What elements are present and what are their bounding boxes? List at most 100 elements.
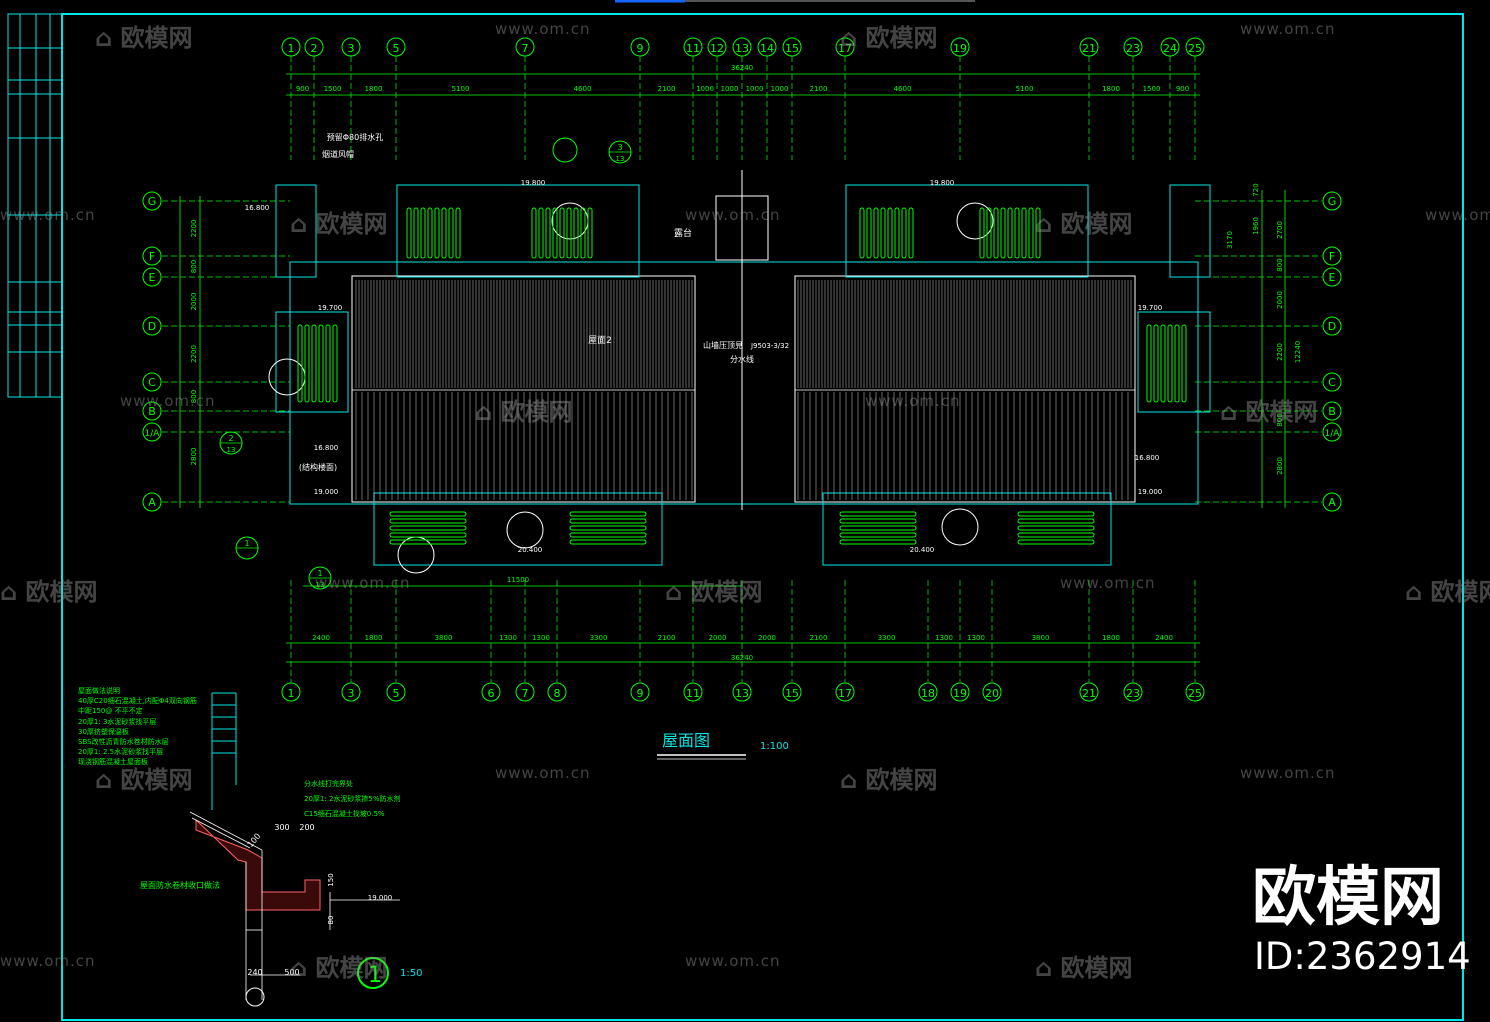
dim-value: 3800	[435, 634, 453, 642]
axis-label: 25	[1188, 687, 1202, 700]
note-line: 20厚1: 3水泥砂浆找平层	[78, 717, 157, 726]
elevation-label: 19.700	[318, 304, 343, 312]
louver-slat	[1160, 324, 1166, 403]
watermark-logo: ⌂ 欧模网	[1035, 954, 1133, 982]
dim-value: 5100	[452, 85, 470, 93]
dim-value: 3170	[1226, 231, 1234, 249]
axis-bubble-icon	[630, 37, 650, 57]
louver-slat	[332, 324, 338, 403]
watermark-url: www.om.cn	[685, 952, 781, 970]
dim-total: 36240	[731, 654, 753, 662]
axis-lines-vertical	[290, 56, 1196, 682]
detail-marker-icon	[357, 957, 389, 989]
louver-slat	[566, 207, 572, 259]
axis-label: 21	[1082, 687, 1096, 700]
axis-bubble-icon	[683, 37, 703, 57]
louver-slat	[569, 532, 647, 538]
callout-sheet: 13	[227, 446, 236, 454]
elevation-label: 16.800	[245, 204, 270, 212]
axis-bubble-icon	[782, 682, 802, 702]
chimney-left	[275, 184, 317, 278]
axis-bubble-icon	[757, 37, 777, 57]
dim-value: 1960	[1252, 217, 1260, 235]
dim-value: 900	[1176, 85, 1189, 93]
axis-label: 1	[288, 42, 295, 55]
detail-dim: 150	[327, 873, 335, 886]
round-feature-icon	[552, 137, 578, 163]
axis-bubble-icon	[304, 37, 324, 57]
ridge-ref-label: J9503-3/32	[750, 342, 789, 350]
elevation-label: 20.400	[518, 546, 543, 554]
dim-value: 2000	[709, 634, 727, 642]
louver-slat	[839, 525, 917, 531]
axis-label: 5	[393, 42, 400, 55]
dim-value: 900	[296, 85, 309, 93]
dim-value: 3800	[1032, 634, 1050, 642]
dim-value: 2200	[190, 220, 198, 238]
dim-value: 2400	[1155, 634, 1173, 642]
axis-bubble-icon	[142, 267, 162, 287]
title-block	[7, 13, 63, 398]
sheet-frame	[61, 13, 1464, 1021]
axis-bubble-icon	[547, 682, 567, 702]
axis-lines-horizontal	[162, 200, 1322, 503]
axis-label: 2	[311, 42, 318, 55]
axis-label: 1	[288, 687, 295, 700]
elevation-label: 19.000	[314, 488, 339, 496]
watermark-url: www.om.cn	[0, 952, 96, 970]
louver-slat	[413, 207, 419, 259]
round-feature-icon	[956, 202, 994, 240]
upper-volume-left	[396, 184, 640, 278]
axis-bubble-icon	[281, 37, 301, 57]
louver-slat	[859, 207, 865, 259]
louver-slat	[434, 207, 440, 259]
louver-slat	[1017, 511, 1095, 517]
watermark-logo: ⌂ 欧模网	[840, 24, 938, 52]
axis-label: 11	[686, 42, 700, 55]
watermark-logo: ⌂ 欧模网	[1220, 398, 1318, 426]
elevation-label: 19.800	[930, 179, 955, 187]
roof-area-label: 屋面2	[588, 335, 612, 346]
dim-value: 1300	[967, 634, 985, 642]
louver-slat	[389, 518, 467, 524]
watermark-logo: ⌂ 欧模网	[665, 578, 763, 606]
axis-bubble-icon	[341, 37, 361, 57]
watermark-url: www.om.cn	[495, 20, 591, 38]
axis-label: 24	[1163, 42, 1177, 55]
roof-slope-right	[794, 275, 1136, 503]
louver-slat	[389, 511, 467, 517]
dim-value: 1800	[365, 634, 383, 642]
terrace-label: 露台	[674, 227, 692, 239]
detail-dim: 500	[284, 968, 299, 977]
dim-value: 1000	[771, 85, 789, 93]
detail-label: 屋面防水卷材收口做法	[140, 881, 220, 890]
watermark-logo: ⌂ 欧模网	[290, 210, 388, 238]
axis-bubble-icon	[1322, 246, 1342, 266]
note-line: 20厚1: 2水泥砂浆掺5%防水剂	[304, 795, 401, 803]
axis-bubble-icon	[142, 246, 162, 266]
note-line: 20厚1: 2.5水泥砂浆找平层	[78, 748, 164, 757]
drain-label: 预留Φ80排水孔	[327, 132, 383, 142]
divide-label: 分水线	[730, 354, 754, 364]
axis-label: 14	[760, 42, 774, 55]
watermark-url: www.om.cn	[865, 392, 961, 410]
louver-slat	[1017, 525, 1095, 531]
watermark-logo: ⌂ 欧模网	[840, 766, 938, 794]
watermark-url: www.om.cn	[0, 206, 96, 224]
axis-label: D	[1328, 320, 1336, 333]
callout-sheet: 13	[316, 581, 325, 589]
dim-value: 4600	[894, 85, 912, 93]
watermark-url: www.om.cn	[315, 574, 411, 592]
axis-label: 13	[735, 42, 749, 55]
axis-label: 7	[522, 42, 529, 55]
watermark-logo: ⌂ 欧模网	[95, 24, 193, 52]
axis-bubble-icon	[707, 37, 727, 57]
watermark-url: www.om.cn	[1060, 574, 1156, 592]
axis-label: 6	[488, 687, 495, 700]
dim-value: 800	[190, 260, 198, 273]
louver-slat	[389, 532, 467, 538]
detail-dim: 200	[299, 823, 314, 832]
note-line: SBS改性沥青防水卷材防水层	[78, 738, 169, 747]
